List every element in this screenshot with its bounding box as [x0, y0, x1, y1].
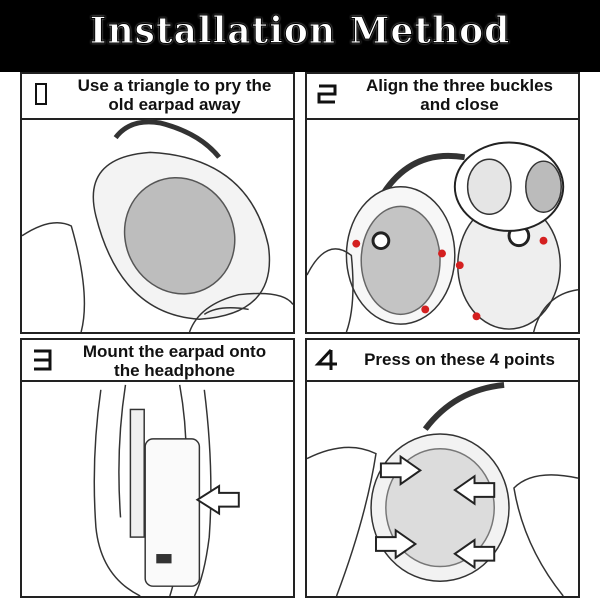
step-2-panel: Align the three buckles and close — [305, 72, 580, 334]
buckle-markers — [352, 236, 548, 321]
step-1-caption: Use a triangle to pry the old earpad awa… — [62, 76, 287, 114]
page-title: Installation Method — [89, 10, 511, 53]
step-3-caption: Mount the earpad onto the headphone — [62, 342, 287, 380]
step-3-caption-line2: the headphone — [114, 361, 235, 380]
step-4-caption: Press on these 4 points — [347, 350, 572, 369]
step-3-header: Mount the earpad onto the headphone — [22, 340, 293, 382]
step-4-panel: Press on these 4 points — [305, 338, 580, 598]
arrow-left-icon — [453, 474, 496, 506]
step-1-number — [35, 83, 47, 105]
step-3-illustration — [22, 380, 293, 596]
step-2-caption: Align the three buckles and close — [347, 76, 572, 114]
step-1-panel: Use a triangle to pry the old earpad awa… — [20, 72, 295, 334]
press-arrows — [374, 454, 496, 570]
arrow-right-icon — [374, 528, 418, 560]
arrow-right-icon — [379, 454, 423, 486]
step-4-header: Press on these 4 points — [307, 340, 578, 382]
step-3-number — [34, 349, 52, 371]
header-banner: Installation Method — [0, 0, 600, 72]
step-2-caption-line2: and close — [420, 95, 499, 114]
arrow-left-icon — [453, 538, 496, 570]
direction-arrow-icon — [195, 484, 240, 516]
step-1-header: Use a triangle to pry the old earpad awa… — [22, 74, 293, 120]
step-1-caption-line1: Use a triangle to pry the — [77, 76, 272, 95]
step-2-number — [317, 84, 337, 104]
step-2-illustration — [307, 118, 578, 332]
step-1-caption-line2: old earpad away — [108, 95, 241, 114]
step-1-illustration — [22, 118, 293, 332]
step-2-caption-line1: Align the three buckles — [365, 76, 554, 95]
step-4-illustration — [307, 380, 578, 596]
step-3-caption-line1: Mount the earpad onto — [82, 342, 267, 361]
step-2-header: Align the three buckles and close — [307, 74, 578, 120]
step-4-number — [314, 348, 337, 370]
step-4-caption-line1: Press on these 4 points — [364, 350, 555, 369]
step-3-panel: Mount the earpad onto the headphone — [20, 338, 295, 598]
